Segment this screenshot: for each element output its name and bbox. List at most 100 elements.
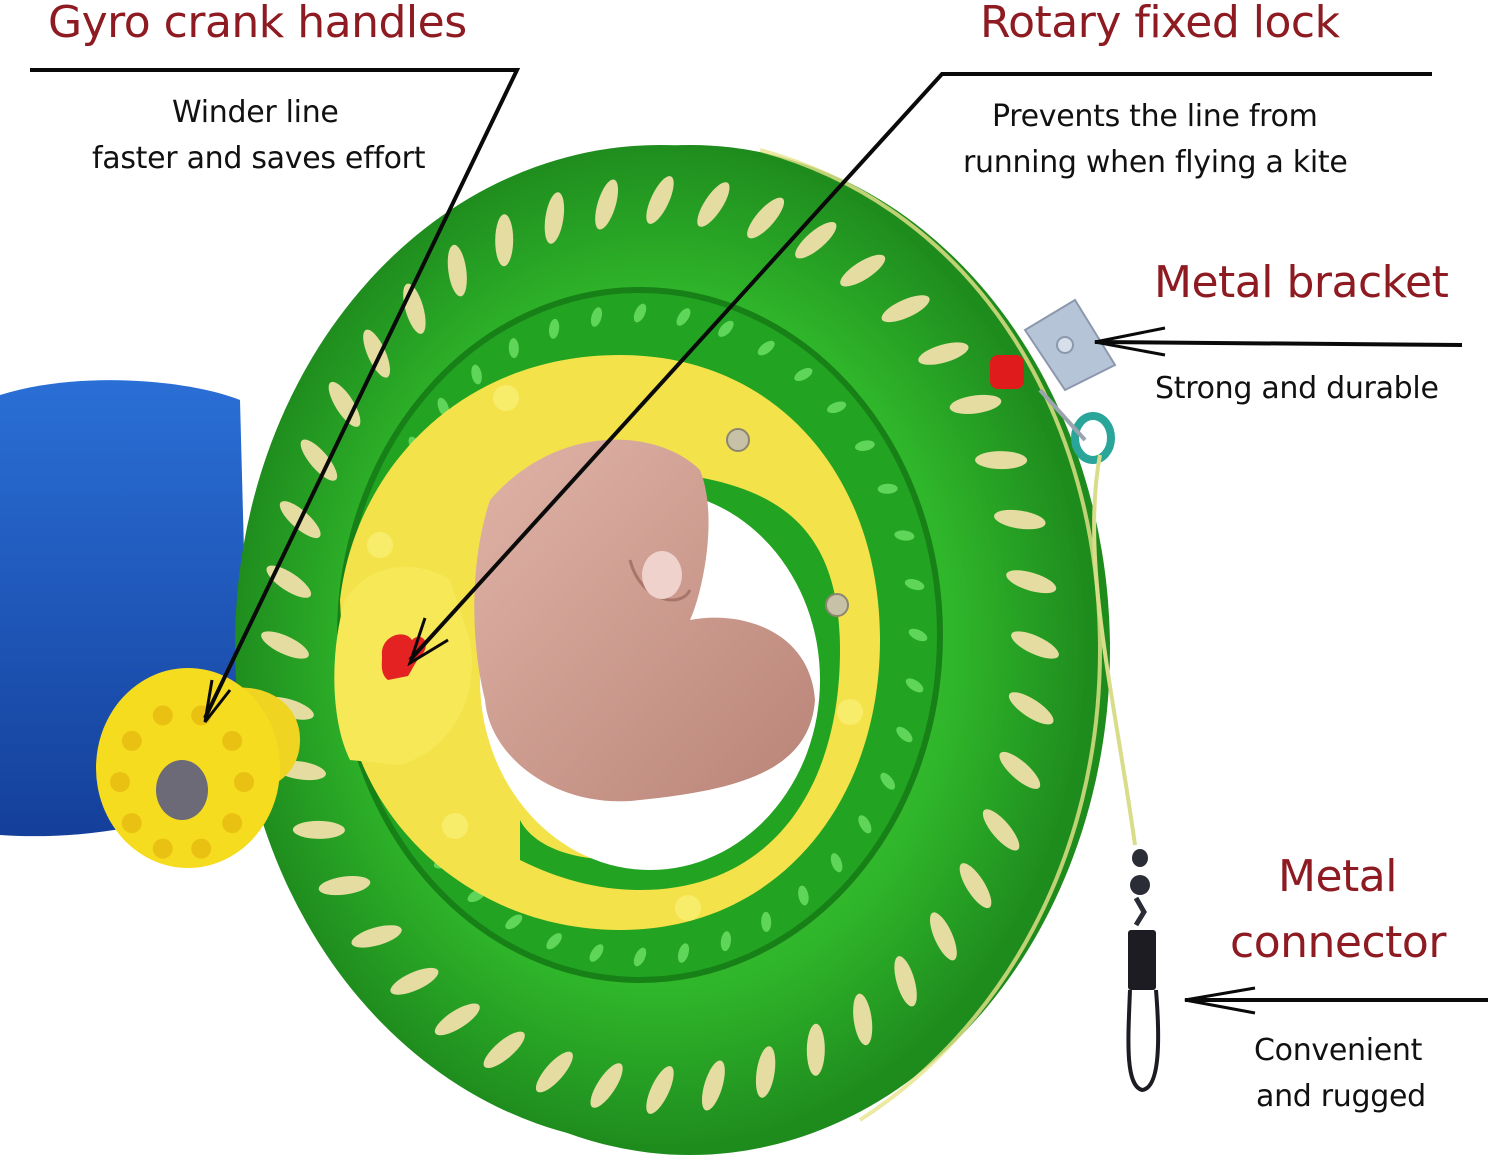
reel-slot: [590, 1063, 623, 1108]
reel-slot: [855, 440, 875, 451]
knob-hole: [110, 772, 130, 792]
connector-desc-line1: Convenient: [1254, 1033, 1423, 1068]
reel-slot: [646, 176, 674, 224]
reel-slot: [794, 367, 813, 382]
reel-slot: [757, 340, 775, 356]
knob-hole: [152, 838, 173, 859]
rivet: [825, 593, 849, 617]
reel-slot: [1006, 570, 1057, 594]
reel-slot: [589, 944, 604, 962]
lock-leader-line: [408, 72, 1432, 662]
reel-slot: [363, 329, 391, 378]
reel-slot: [795, 221, 837, 259]
reel-slot: [548, 318, 560, 339]
reel-slot: [544, 192, 565, 244]
knob-hole: [222, 730, 243, 751]
connector-arrowhead: [1184, 986, 1256, 1015]
crank-leader-line: [30, 68, 521, 719]
reel-slot: [858, 815, 872, 834]
lock-title: Rotary fixed lock: [980, 0, 1340, 48]
bump: [442, 813, 468, 839]
kite-line: [1092, 454, 1137, 846]
lock-desc-line2: running when flying a kite: [963, 145, 1348, 180]
bracket-desc-line1: Strong and durable: [1155, 371, 1439, 406]
reel-slot: [720, 931, 732, 952]
reel-slot: [994, 509, 1046, 530]
rivet: [726, 428, 750, 452]
knob-hole: [121, 730, 142, 751]
reel-slot: [677, 943, 690, 963]
reel-slot: [929, 912, 957, 961]
thumbnail: [642, 551, 682, 599]
reel-slot: [292, 820, 345, 839]
crank-title: Gyro crank handles: [48, 0, 467, 48]
reel-slot: [877, 483, 898, 494]
bump: [675, 895, 701, 921]
metal-connector: [1126, 849, 1161, 1093]
reel-slot: [390, 967, 439, 995]
reel-slot: [633, 303, 647, 323]
reel-slot: [590, 307, 603, 327]
reel-slot: [595, 179, 619, 230]
reel-slot: [266, 565, 312, 598]
reel-slot: [351, 925, 402, 948]
reel-slot: [840, 254, 886, 287]
reel-slot: [535, 1051, 573, 1093]
reel-slot: [982, 809, 1020, 851]
reel-slot: [894, 530, 915, 541]
reel-slot: [830, 853, 843, 873]
reel-slot: [880, 772, 896, 790]
hand: [474, 439, 815, 802]
reel-slot: [701, 1060, 725, 1111]
reel-slot: [1011, 631, 1059, 659]
reel-slot: [718, 320, 734, 337]
reel-slot: [908, 628, 928, 642]
reel-slot: [434, 1003, 480, 1036]
reel-slot: [300, 439, 338, 481]
reel-slot: [483, 1031, 525, 1069]
lock-arrowhead: [407, 617, 449, 667]
connector-desc-line2: and rugged: [1256, 1079, 1426, 1114]
callout-leaders: [30, 68, 1488, 1015]
reel-slot: [747, 197, 785, 239]
crank-arrowhead: [203, 679, 232, 723]
reel-outer-slots: [261, 176, 1059, 1114]
reel-slot: [633, 947, 647, 967]
reel-slot: [918, 342, 969, 365]
connector-title-line2: connector: [1230, 917, 1446, 968]
reel-slot: [853, 993, 873, 1046]
metal-bracket: [990, 298, 1117, 464]
reel-slot: [975, 451, 1028, 470]
reel-slot: [959, 863, 992, 909]
reel-slot: [761, 911, 772, 932]
reel-slot: [827, 401, 847, 414]
crank-knob: [96, 668, 300, 868]
reel-slot: [471, 364, 482, 385]
knob-hole: [152, 705, 173, 726]
bump: [493, 385, 519, 411]
reel-slot: [646, 1066, 674, 1114]
reel-slot: [999, 751, 1041, 789]
reel-slot: [806, 1023, 825, 1076]
reel-slot: [881, 295, 930, 323]
kite-line-winding: [759, 148, 1103, 1122]
reel-slot: [949, 394, 1002, 414]
connector-title-line1: Metal: [1278, 851, 1397, 902]
knob-hole: [234, 772, 254, 792]
reel-slot: [697, 182, 730, 227]
bracket-leader-line: [1094, 340, 1463, 347]
reel-slot: [495, 214, 514, 267]
reel-slot: [261, 631, 309, 659]
knob-hole: [222, 813, 243, 834]
bracket-arrowhead: [1094, 326, 1166, 357]
reel-slot: [798, 885, 809, 906]
reel-slot: [447, 244, 467, 297]
bump: [367, 532, 393, 558]
reel-slot: [508, 338, 519, 359]
bracket-title: Metal bracket: [1154, 257, 1449, 308]
reel-slot: [904, 579, 925, 591]
knob-hole: [121, 813, 142, 834]
reel-slot: [1008, 692, 1054, 725]
lock-desc-line1: Prevents the line from: [992, 99, 1318, 134]
